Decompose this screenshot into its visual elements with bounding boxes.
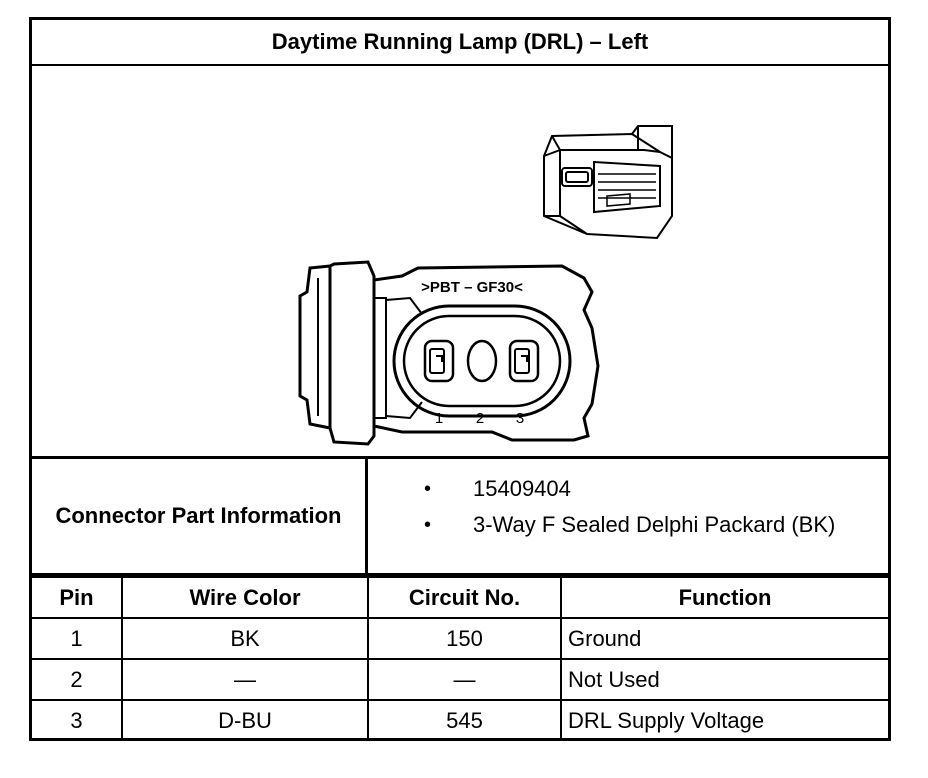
cell-wire-color: D-BU	[121, 699, 369, 740]
cell-pin: 3	[32, 699, 123, 740]
list-item: • 3-Way F Sealed Delphi Packard (BK)	[368, 507, 888, 543]
part-number: 15409404	[473, 476, 571, 501]
table-header-row: Pin Wire Color Circuit No. Function	[32, 576, 888, 619]
pin-table: Pin Wire Color Circuit No. Function 1 BK…	[32, 576, 888, 740]
connector-description: 3-Way F Sealed Delphi Packard (BK)	[473, 512, 836, 537]
cell-pin: 2	[32, 658, 123, 701]
list-item: • 15409404	[368, 471, 888, 507]
connector-info-label: Connector Part Information	[32, 459, 368, 573]
page-title: Daytime Running Lamp (DRL) – Left	[32, 20, 888, 66]
connector-illustration: >PBT – GF30< 1 2 3	[298, 125, 673, 446]
table-row: 3 D-BU 545 DRL Supply Voltage	[32, 699, 888, 740]
pin-number-label: 1	[435, 410, 443, 427]
cell-wire-color: —	[121, 658, 369, 701]
bullet-icon: •	[423, 477, 431, 500]
cell-wire-color: BK	[121, 617, 369, 660]
bullet-icon: •	[423, 513, 431, 536]
cell-function: Not Used	[560, 658, 888, 701]
header-pin: Pin	[32, 576, 123, 619]
header-circuit-no: Circuit No.	[367, 576, 562, 619]
mold-marking: >PBT – GF30<	[421, 279, 523, 296]
connector-info-list: • 15409404 • 3-Way F Sealed Delphi Packa…	[368, 459, 888, 573]
cell-pin: 1	[32, 617, 123, 660]
connector-sheet: Daytime Running Lamp (DRL) – Left	[29, 17, 891, 741]
table-row: 1 BK 150 Ground	[32, 617, 888, 660]
connector-drawing: >PBT – GF30< 1 2 3	[32, 66, 888, 459]
connector-face-view	[298, 260, 600, 446]
cell-circuit: 545	[367, 699, 562, 740]
cell-circuit: —	[367, 658, 562, 701]
connector-part-info: Connector Part Information • 15409404 • …	[32, 459, 888, 576]
pin-number-label: 2	[476, 410, 484, 427]
cell-function: DRL Supply Voltage	[560, 699, 888, 740]
cell-function: Ground	[560, 617, 888, 660]
header-function: Function	[560, 576, 888, 619]
connector-isometric-view	[543, 125, 673, 240]
header-wire-color: Wire Color	[121, 576, 369, 619]
cell-circuit: 150	[367, 617, 562, 660]
table-row: 2 — — Not Used	[32, 658, 888, 701]
pin-number-label: 3	[516, 410, 524, 427]
